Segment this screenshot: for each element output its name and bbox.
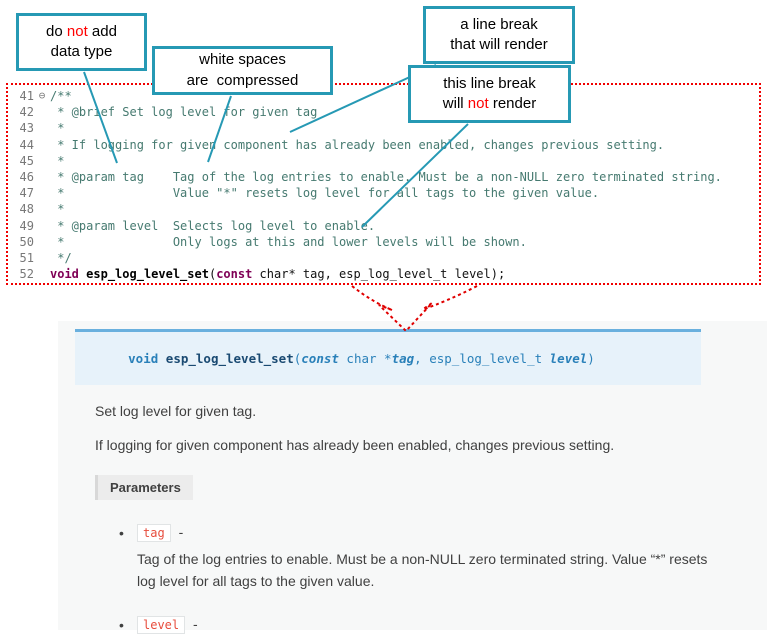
parameter-item: •level -Selects log level to enable. Onl… [75,616,747,637]
fold-gutter [34,218,50,234]
fold-gutter [34,266,50,282]
code-line[interactable]: 47 * Value "*" resets log level for all … [8,185,759,201]
rendered-docs-panel: void esp_log_level_set(const char *tag, … [58,321,767,635]
callout-text: a line break [460,15,538,33]
params-list: • tag - Tag of the log entries to enable. … [75,524,747,637]
fold-gutter [34,153,50,169]
code-text: * Only logs at this and lower levels wil… [50,234,527,249]
param-separator: - [174,524,184,540]
param-name-literal: tag [137,524,171,542]
code-text: * @param level Selects log level to enab… [50,218,376,233]
fold-gutter [34,185,50,201]
code-line[interactable]: 51 */ [8,250,759,266]
line-number: 43 [19,121,34,136]
fold-gutter [34,104,50,120]
line-number: 42 [19,105,34,120]
code-text: * [50,121,65,136]
code-text: * [50,153,65,168]
signature-text: void esp_log_level_set(const char *tag, … [128,351,595,366]
fold-gutter [34,120,50,136]
line-number: 41 [19,89,34,103]
detail-paragraph: If logging for given component has alrea… [95,437,615,453]
code-text: void esp_log_level_set(const char* tag, … [50,267,506,282]
code-editor[interactable]: 41⊖/**42 * @brief Set log level for give… [6,83,761,285]
bullet-icon: • [119,525,124,541]
fold-gutter [34,201,50,217]
line-number: 49 [19,218,34,233]
code-line[interactable]: 46 * @param tag Tag of the log entries t… [8,169,759,185]
callout-text: will not render [442,95,537,112]
fold-icon[interactable]: ⊖ [38,89,46,102]
callout-whitespace-compressed: white spaces are compressed [152,46,333,95]
code-line[interactable]: 42 * @brief Set log level for given tag [8,104,759,120]
code-line[interactable]: 45 * [8,153,759,169]
code-line[interactable]: 43 * [8,120,759,136]
callout-no-data-type: do not add data type [16,13,147,71]
line-number: 47 [19,186,34,201]
line-number: 46 [19,170,34,185]
negation-text: not [66,22,88,40]
code-line[interactable]: 41 ⊖ /** [8,88,759,104]
code-line[interactable]: 44 * If logging for given component has … [8,137,759,153]
code-line[interactable]: 49 * @param level Selects log level to e… [8,218,759,234]
param-description: Tag of the log entries to enable. Must b… [137,551,708,589]
code-text: * [50,202,65,217]
code-line[interactable]: 48 * [8,201,759,217]
code-text: * If logging for given component has alr… [50,137,665,152]
parameters-label: Parameters [95,475,193,500]
flow-arrow [351,285,393,311]
code-text: */ [50,251,72,266]
line-number: 51 [19,251,34,266]
fold-gutter [34,234,50,250]
fold-gutter [34,137,50,153]
fold-gutter [34,169,50,185]
line-number: 44 [19,137,34,152]
line-number: 45 [19,153,34,168]
callout-line-break-not-render: this line break will not render [408,65,571,123]
negation-text: not [467,95,489,112]
code-text: /** [50,89,72,103]
code-text: * @param tag Tag of the log entries to e… [50,170,722,185]
code-line[interactable]: 50 * Only logs at this and lower levels … [8,234,759,250]
line-number: 50 [19,234,34,249]
code-text: * @brief Set log level for given tag [50,105,318,120]
code-line[interactable]: 52 void esp_log_level_set(const char* tag… [8,266,759,282]
callout-text: data type [50,43,113,60]
param-name-literal: level [137,616,186,635]
parameter-item: • tag - Tag of the log entries to enable. … [75,524,747,592]
callout-line-break-renders: a line break that will render [423,6,575,64]
bullet-icon: • [119,617,124,634]
callout-text: are compressed [186,71,299,89]
callout-text: this line break [443,74,536,92]
line-number: 48 [19,202,34,217]
callout-text: that will render [450,36,548,53]
line-number: 52 [19,267,34,282]
code-text: * Value "*" resets log level for all tag… [50,186,600,201]
flow-arrow [421,285,478,311]
callout-text: do not add [46,22,117,40]
fold-gutter [34,250,50,266]
code-lines[interactable]: 41⊖/**42 * @brief Set log level for give… [8,88,759,282]
callout-text: white spaces [199,51,286,69]
brief-paragraph: Set log level for given tag. [95,403,257,419]
param-separator: - [189,616,198,633]
function-signature: void esp_log_level_set(const char *tag, … [75,329,701,385]
